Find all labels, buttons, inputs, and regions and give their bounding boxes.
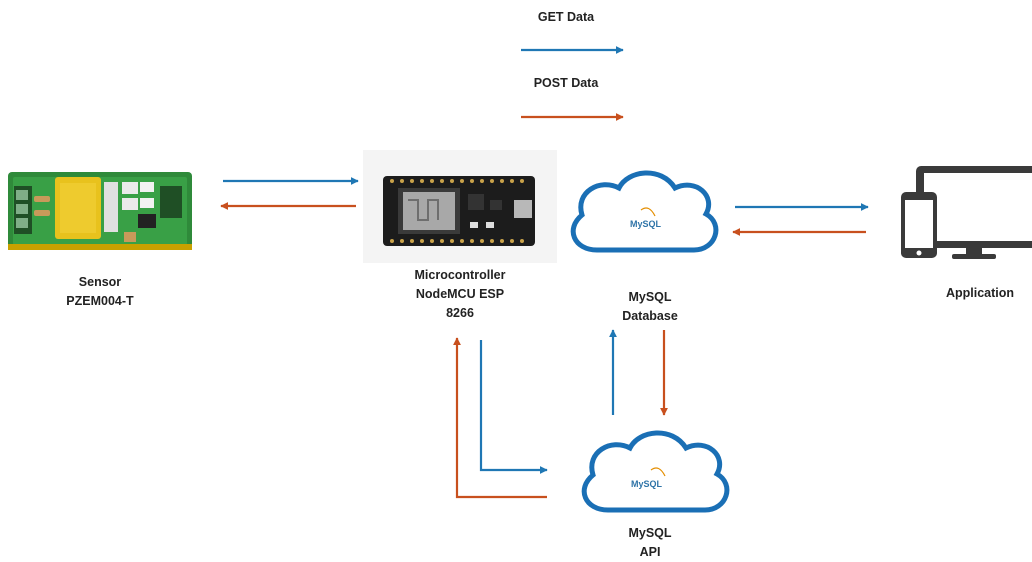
arrow-mcu-to-api [479, 340, 548, 474]
mysql-logo-text: MySQL [631, 479, 663, 489]
mysql-database-cloud-icon: MySQL [570, 170, 719, 253]
mysql-database-label: MySQL Database [622, 290, 678, 323]
sensor-label: Sensor PZEM004-T [66, 275, 134, 308]
legend-post-label: POST Data [533, 76, 599, 90]
nodemcu-board-image [363, 150, 557, 263]
arrow-api-to-mcu [453, 337, 547, 499]
application-devices-icon [901, 166, 1032, 259]
sensor-board-image [8, 172, 192, 250]
microcontroller-label: Microcontroller NodeMCU ESP 8266 [414, 268, 506, 320]
legend-get-label: GET Data [537, 10, 595, 24]
mysql-logo-text: MySQL [630, 219, 662, 229]
mysql-api-label: MySQL API [628, 526, 672, 559]
mysql-api-cloud-icon: MySQL [581, 430, 730, 513]
application-label: Application [945, 286, 1015, 300]
